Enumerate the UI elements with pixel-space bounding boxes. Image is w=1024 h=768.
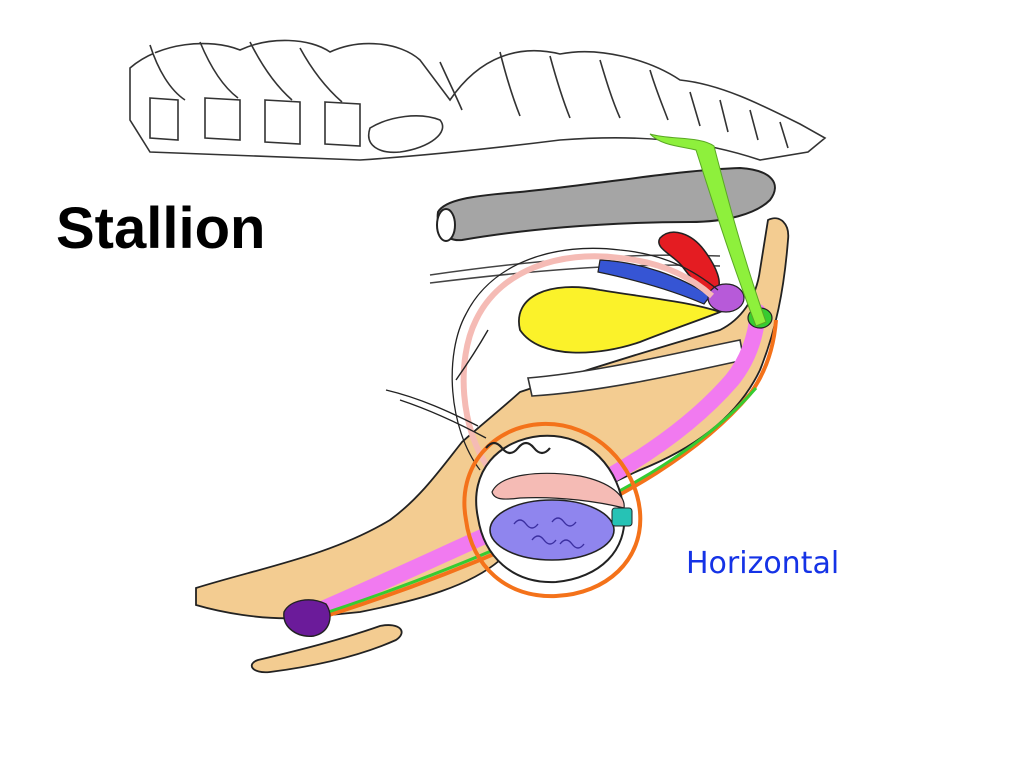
ductus-deferens — [460, 253, 715, 472]
penis-tissue — [195, 217, 790, 620]
prostate — [707, 283, 745, 313]
ductus-deferens-outline — [451, 247, 719, 471]
bladder — [518, 286, 723, 354]
testis-tubules — [513, 517, 585, 549]
glans-penis — [283, 599, 331, 637]
spine-illustration — [129, 39, 827, 161]
inguinal-lines — [385, 329, 489, 439]
scrotal-tunic — [462, 421, 643, 599]
orientation-label: Horizontal — [686, 546, 840, 581]
spermatic-cord — [485, 441, 551, 455]
epididymal-tail — [611, 507, 633, 527]
pelvic-nerve — [649, 133, 767, 327]
rectum-opening — [436, 208, 456, 242]
ampulla — [597, 259, 711, 305]
slide-title: Stallion — [56, 196, 266, 261]
prepuce-fold — [250, 624, 403, 674]
testis — [489, 499, 615, 561]
rectum — [436, 166, 776, 242]
